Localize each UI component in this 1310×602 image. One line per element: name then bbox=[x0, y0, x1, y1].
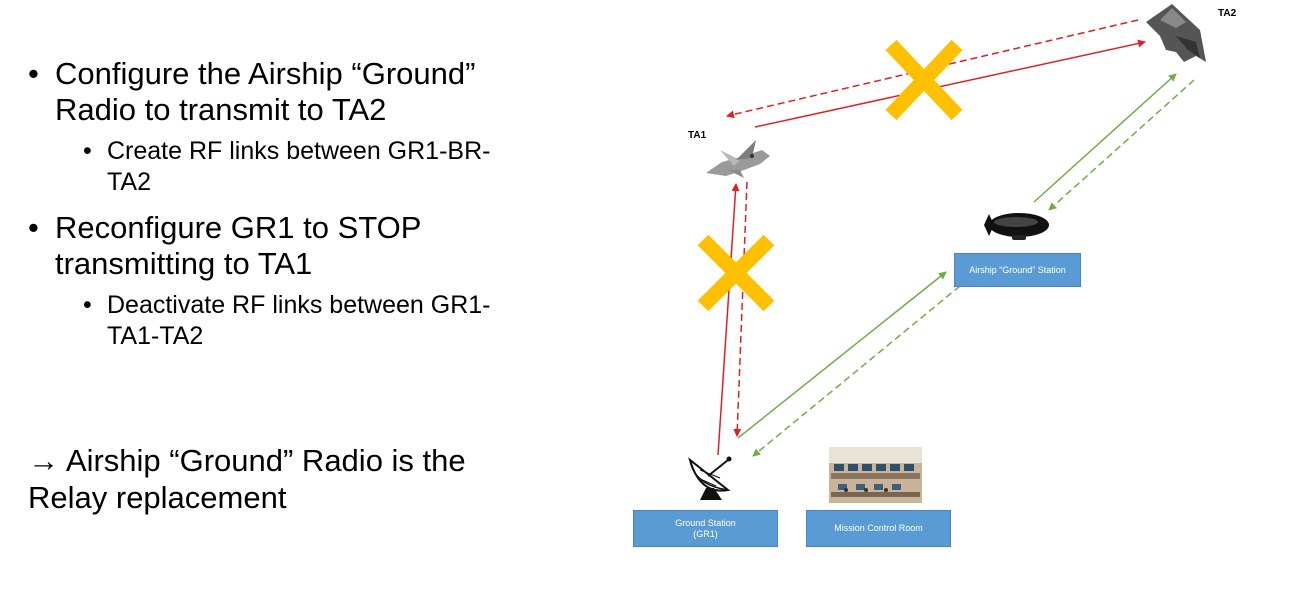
link-airship-to-gr1 bbox=[752, 285, 961, 457]
sub-bullet-item: • Deactivate RF links between GR1-TA1-TA… bbox=[55, 290, 498, 352]
bullet-marker: • bbox=[28, 56, 39, 91]
ta2-label: TA2 bbox=[1218, 8, 1237, 19]
box-sublabel: (GR1) bbox=[693, 528, 718, 539]
box-label: Airship “Ground” Station bbox=[969, 264, 1066, 275]
arrow-glyph: → bbox=[28, 443, 59, 478]
blocked-cross-icon bbox=[885, 39, 963, 121]
control-room-photo bbox=[829, 447, 922, 503]
link-gr1-to-ta1 bbox=[717, 183, 740, 456]
sub-bullet-item: • Create RF links between GR1-BR-TA2 bbox=[55, 136, 498, 198]
box-label: Mission Control Room bbox=[834, 523, 923, 533]
conclusion-text: → Airship “Ground” Radio is the Relay re… bbox=[28, 442, 498, 516]
link-ta1-to-ta2 bbox=[754, 39, 1146, 128]
mission-control-box: Mission Control Room bbox=[806, 510, 951, 547]
satellite-dish-icon bbox=[688, 456, 732, 500]
sub-bullet-text: Deactivate RF links between GR1-TA1-TA2 bbox=[107, 291, 491, 350]
blocked-cross-icon bbox=[697, 234, 775, 312]
link-gr1-to-airship bbox=[737, 271, 947, 439]
bullet-item: • Configure the Airship “Ground” Radio t… bbox=[28, 56, 498, 128]
bullet-marker: • bbox=[83, 291, 92, 319]
conclusion-body: Airship “Ground” Radio is the Relay repl… bbox=[28, 443, 466, 515]
link-ta2-to-airship bbox=[1048, 79, 1195, 211]
link-airship-to-ta2 bbox=[1033, 73, 1177, 203]
link-ta1-to-gr1 bbox=[733, 181, 748, 437]
box-label: Ground Station bbox=[675, 517, 736, 528]
airship-icon bbox=[984, 213, 1049, 240]
bullet-list: • Configure the Airship “Ground” Radio t… bbox=[28, 56, 498, 364]
bullet-marker: • bbox=[83, 137, 92, 165]
bullet-marker: • bbox=[28, 210, 39, 245]
bullet-text: Configure the Airship “Ground” Radio to … bbox=[55, 56, 476, 127]
fighter-jet-icon bbox=[706, 140, 770, 178]
ta1-label: TA1 bbox=[688, 130, 707, 141]
bullet-item: • Reconfigure GR1 to STOP transmitting t… bbox=[28, 210, 498, 282]
airship-ground-station-box: Airship “Ground” Station bbox=[954, 253, 1081, 287]
bullet-text: Reconfigure GR1 to STOP transmitting to … bbox=[55, 210, 421, 281]
ground-station-box: Ground Station (GR1) bbox=[633, 510, 778, 547]
sub-bullet-text: Create RF links between GR1-BR-TA2 bbox=[107, 137, 491, 196]
stealth-bomber-icon bbox=[1146, 4, 1206, 62]
